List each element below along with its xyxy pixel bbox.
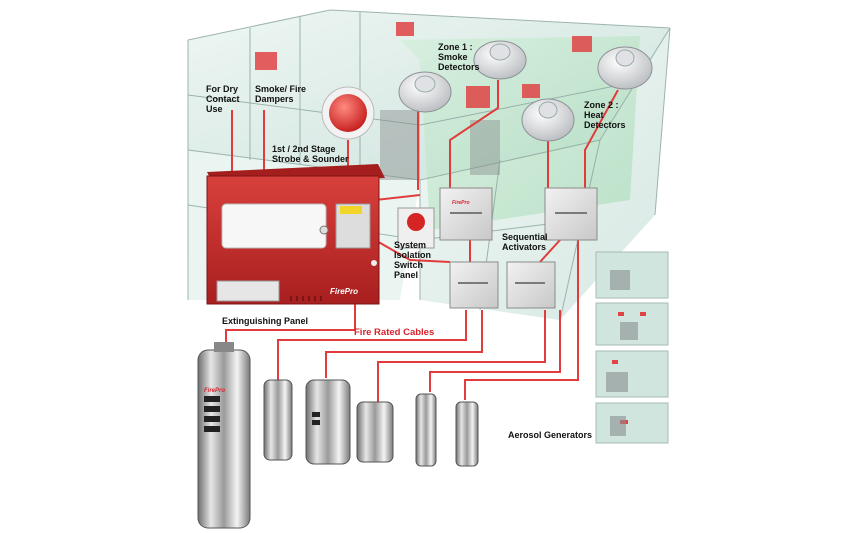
dry-contact-label: For Dry Contact Use xyxy=(206,84,240,114)
smoke-detector-icon xyxy=(398,40,527,113)
strobe-sounder-icon xyxy=(321,86,375,140)
zone-green-area xyxy=(400,36,640,230)
fire-rated-cables-label: Fire Rated Cables xyxy=(354,327,435,338)
fire-rated-cables xyxy=(225,80,619,402)
extinguishing-panel xyxy=(206,164,385,305)
extinguishing-panel-label: Extinguishing Panel xyxy=(222,316,309,326)
heat-detector-icon xyxy=(521,46,653,142)
panel-brand-logo: FirePro xyxy=(330,287,358,296)
isolation-switch-icon xyxy=(397,207,435,249)
zone1-label: Zone 1 : Smoke Detectors xyxy=(438,42,480,72)
aerosol-generators xyxy=(197,342,479,529)
isolation-switch-label: System Isolation Switch Panel xyxy=(394,240,432,280)
inset-building-views xyxy=(595,251,669,444)
sequential-activators-label: Sequential Activators xyxy=(502,232,548,252)
aerosol-generators-label: Aerosol Generators xyxy=(508,430,593,440)
zone2-label: Zone 2 : Heat Detectors xyxy=(584,100,626,130)
generator-brand-logo: FirePro xyxy=(204,388,225,394)
activator-brand-logo: FirePro xyxy=(452,200,470,206)
strobe-sounder-label: 1st / 2nd Stage Strobe & Sounder xyxy=(272,144,349,164)
dampers-label: Smoke/ Fire Dampers xyxy=(255,84,307,104)
sequential-activators xyxy=(439,187,598,309)
